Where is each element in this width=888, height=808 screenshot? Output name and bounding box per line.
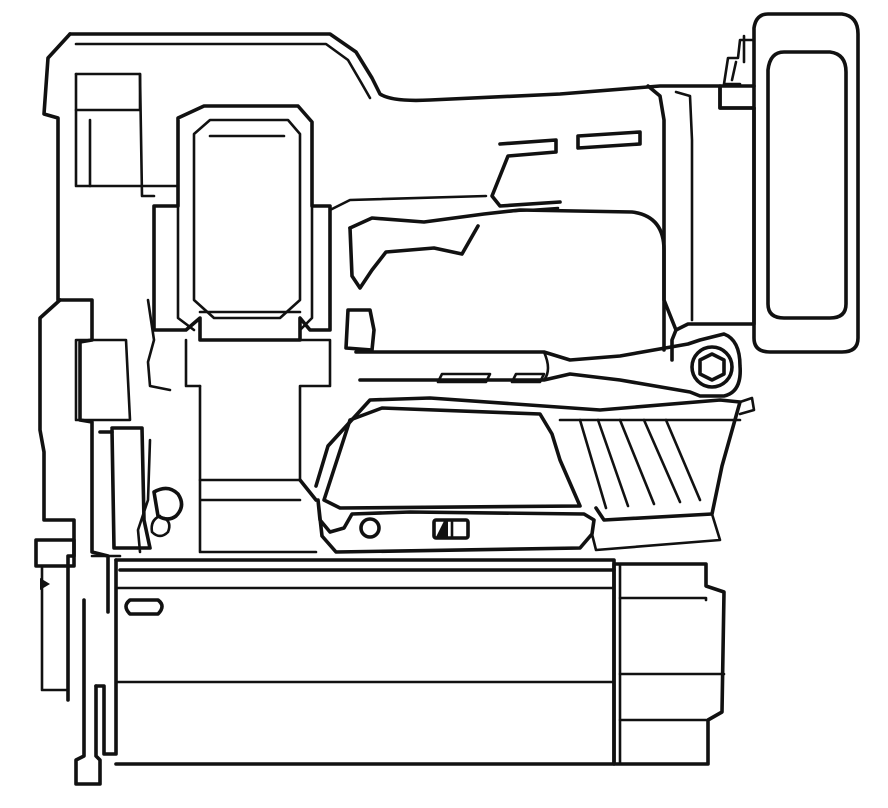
driver-cylinder [152, 104, 332, 342]
battery-grip-ridges [722, 34, 756, 86]
battery-window [766, 50, 848, 320]
handle-assembly [354, 332, 742, 398]
grip-ridge-1 [578, 418, 608, 510]
rear-cap-inner [74, 72, 92, 188]
mode-indicator-dot [359, 517, 381, 539]
battery-pack [718, 12, 860, 354]
grip-ridge-3 [618, 418, 656, 506]
motor-block [328, 130, 666, 352]
selector-switch-mark [436, 521, 448, 537]
magazine-latch-slot [124, 598, 164, 616]
grip-ridge-5 [664, 418, 702, 502]
pivot-hexnut [698, 352, 726, 382]
grip-ridge-4 [642, 418, 682, 504]
vent-slot-top [490, 138, 562, 208]
nose-arrow [40, 578, 50, 590]
grip-panel [322, 406, 582, 510]
magazine [114, 558, 726, 766]
grip-ridge-2 [596, 418, 630, 508]
main-housing [42, 32, 756, 362]
nose-assembly [34, 298, 332, 786]
magazine-end-cap [612, 562, 726, 766]
grip-housing [314, 396, 756, 554]
battery-mount [718, 84, 756, 110]
depth-adjust-wheel [152, 486, 184, 521]
